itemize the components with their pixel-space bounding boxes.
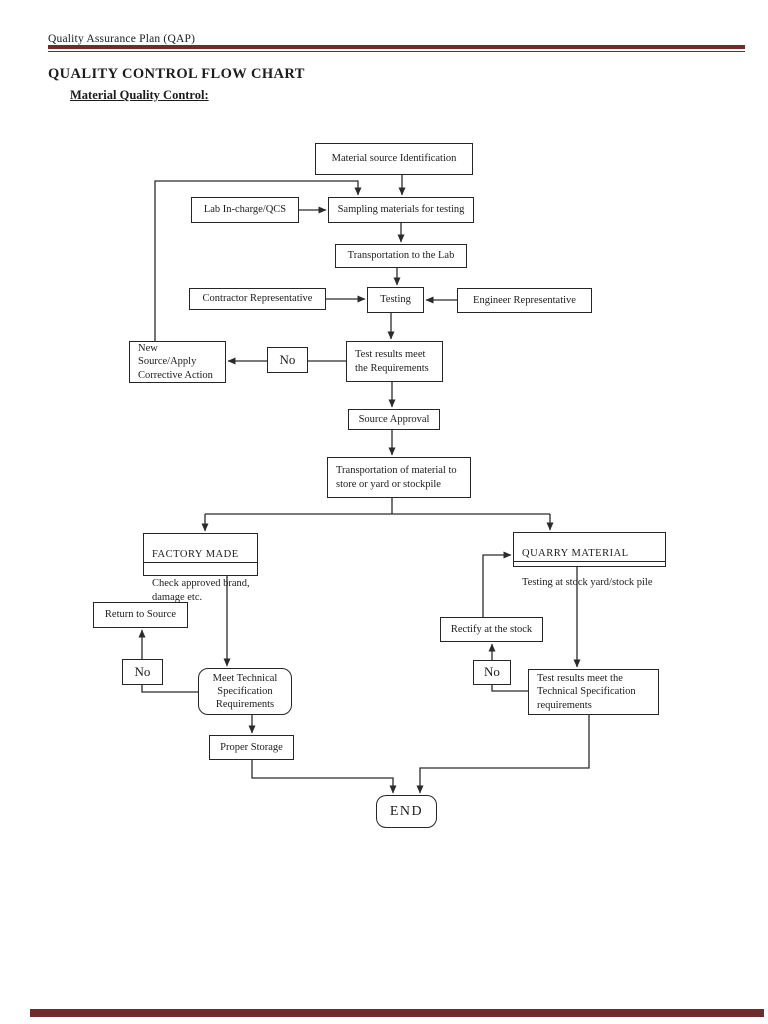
page-title: QUALITY CONTROL FLOW CHART — [48, 66, 305, 82]
node-no-decision-3: No — [473, 660, 511, 685]
quarry-material-title: QUARRY MATERIAL — [514, 546, 665, 563]
factory-made-title: FACTORY MADE — [144, 547, 257, 564]
quarry-material-body: Testing at stock yard/stock pile — [522, 577, 653, 589]
node-engineer-representative: Engineer Representative — [457, 288, 592, 313]
node-transportation-store: Transportation of material to store or y… — [327, 457, 471, 498]
factory-made-body: Check approved brand, damage etc. — [152, 578, 250, 603]
header-rule-thick — [48, 45, 745, 49]
node-factory-made: FACTORY MADE Check approved brand, damag… — [143, 533, 258, 603]
node-no-decision-2: No — [122, 659, 163, 685]
node-end: END — [376, 795, 437, 828]
node-new-source-corrective-action: New Source/Apply Corrective Action — [129, 341, 226, 383]
node-test-results-technical-spec: Test results meet the Technical Specific… — [528, 669, 659, 715]
node-proper-storage: Proper Storage — [209, 735, 294, 760]
node-sampling-materials: Sampling materials for testing — [328, 197, 474, 223]
footer-rule — [30, 1009, 764, 1017]
node-test-results-requirements: Test results meet the Requirements — [346, 341, 443, 382]
node-meet-technical-spec: Meet Technical Specification Requirement… — [198, 668, 292, 715]
page-subtitle: Material Quality Control: — [70, 88, 209, 102]
node-material-source: Material source Identification — [315, 143, 473, 175]
page-header-text: Quality Assurance Plan (QAP) — [48, 33, 196, 45]
header-rule-thin — [48, 51, 745, 52]
node-testing: Testing — [367, 287, 424, 313]
node-rectify-at-stock: Rectify at the stock — [440, 617, 543, 642]
node-source-approval: Source Approval — [348, 409, 440, 430]
node-return-to-source: Return to Source — [93, 602, 188, 628]
node-transportation-lab: Transportation to the Lab — [335, 244, 467, 268]
node-quarry-material: QUARRY MATERIAL Testing at stock yard/st… — [513, 532, 666, 588]
node-no-decision-1: No — [267, 347, 308, 373]
node-lab-incharge: Lab In-charge/QCS — [191, 197, 299, 223]
node-contractor-representative: Contractor Representative — [189, 288, 326, 310]
